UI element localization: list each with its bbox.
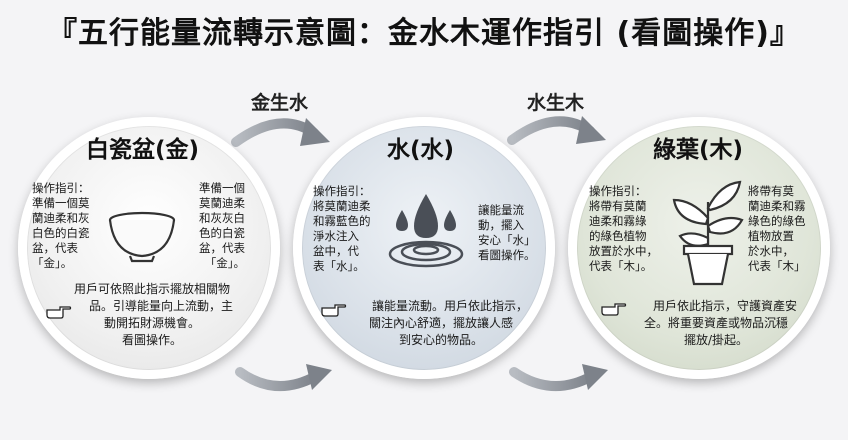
water-left-text: 操作指引： 將莫蘭迪柔 和霧藍色的 淨水注入 盆中，代 表「水」。: [313, 184, 371, 273]
wood-right-text: 將帶有莫 蘭迪柔和霧 綠色的綠色 植物放置 於水中， 代表「木」: [748, 184, 806, 273]
metal-bottom-text: 用戶可依照此指示擺放相關物 品。引導能量向上流動，主 動開拓財源機會。 看圖操作…: [73, 282, 233, 347]
water-right-text: 讓能量流 動，擺入 安心「水」 看圖操作。: [478, 203, 536, 262]
arrow-water-to-wood-bottom: [509, 367, 597, 391]
pointing-hand-icon: [321, 304, 347, 317]
arrow-metal-to-water-bottom: [235, 367, 321, 391]
pointing-hand-icon: [601, 303, 627, 316]
plant-pot-icon: [672, 180, 744, 286]
arrow-metal-to-water-bottom-head: [306, 364, 332, 390]
arrow-metal-to-water-top-head: [300, 118, 330, 146]
water-title: 水(水): [387, 137, 455, 163]
wood-left-text: 操作指引： 將帶有莫蘭 迪柔和霧綠 的綠色植物 放置於水中， 代表「木」。: [589, 184, 658, 273]
arrow-water-to-wood-top-head: [576, 116, 606, 144]
metal-title: 白瓷盆(金): [86, 137, 200, 163]
metal-right-text: 準備一個 莫蘭迪柔 和灰灰白 色的白瓷 盆，代表 「金」。: [199, 181, 245, 270]
arrow-label-water-to-wood: 水生木: [527, 92, 585, 114]
metal-left-text: 操作指引： 準備一個莫 蘭迪柔和灰 白色的白瓷 盆，代表 「金」。: [32, 181, 90, 270]
page-title: 『五行能量流轉示意圖：金水木運作指引 (看圖操作)』: [47, 16, 801, 51]
arrow-label-metal-to-water: 金生水: [251, 92, 309, 114]
arrow-water-to-wood-bottom-head: [582, 364, 608, 390]
water-bottom-text: 讓能量流動。用戶依此指示， 關注內心舒適，擺放讓人感 到安心的物品。: [368, 299, 528, 347]
water-circle: [293, 117, 555, 379]
water-drop-icon: [388, 194, 464, 268]
wood-title: 綠葉(木): [653, 137, 744, 163]
pointing-hand-icon: [46, 306, 72, 319]
bowl-icon: [108, 211, 176, 263]
wood-bottom-text: 用戶依此指示，守護資產安 全。將重要資產或物品沉穩 擺放/掛起。: [643, 299, 797, 347]
